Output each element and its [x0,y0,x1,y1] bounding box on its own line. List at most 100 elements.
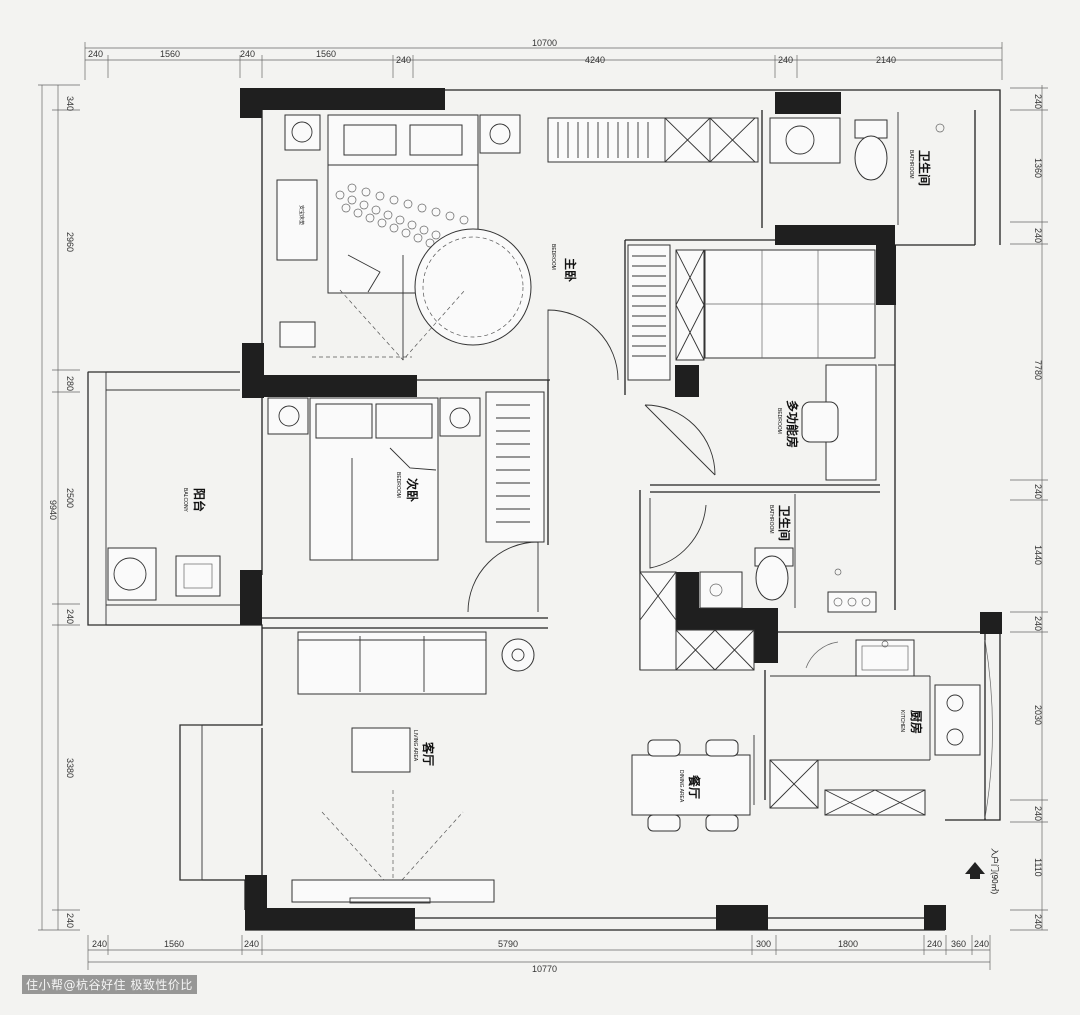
dim-right-seg: 2030 [1033,705,1043,725]
dim-bottom-seg: 240 [974,939,989,949]
balcony-railing [87,371,240,881]
room-label-en: KITCHEN [899,710,905,732]
dim-bottom-seg: 240 [92,939,107,949]
floor-lamp-icon [511,648,525,662]
dim-left-seg: 2500 [65,488,75,508]
burner-icon [946,694,964,712]
nightstand [439,397,481,437]
room-label-en: BEDROOM [776,408,782,434]
nightstand [284,114,321,151]
toilet-icon [854,135,888,181]
dining-area: 餐厅 DINING AREA [631,735,755,832]
wardrobe-hangers [632,255,666,357]
shower-drain-icon [834,568,842,576]
dim-bottom-seg: 1560 [164,939,184,949]
multi-room-door[interactable] [644,404,716,476]
watermark: 住小帮@杭谷好住 极致性价比 [22,975,197,994]
lamp-icon [449,407,471,429]
pillow [343,124,397,156]
washer-drum-icon [113,557,147,591]
dining-table [631,754,751,816]
shelf [675,249,705,361]
dim-top-seg: 2140 [876,55,896,65]
kitchen-door[interactable] [805,641,839,669]
toilet-icon [755,555,789,601]
cabinet [824,789,926,816]
dim-top-seg: 240 [88,49,103,59]
utility-sink [175,555,221,597]
tv-view-cone [321,811,464,891]
room-label-cn: 厨房 [909,710,924,734]
shoe-cabinet [639,571,755,671]
sofa [297,631,487,695]
wardrobe-hangers [557,117,756,163]
lamp-icon [291,121,313,143]
kitchen-sink [855,639,915,677]
entrance-label: 入户门(90㎡) [990,848,1000,895]
room-label-cn: 阳台 [192,488,207,512]
dim-top-seg: 240 [778,55,793,65]
dim-right-seg: 240 [1033,484,1043,499]
dim-left-seg: 280 [65,376,75,391]
dim-right-seg: 240 [1033,914,1043,929]
pillow [375,403,433,439]
dim-right-seg: 7780 [1033,360,1043,380]
chair-icon [705,739,739,757]
pillow [315,403,373,439]
room-label-en: BEDROOM [395,472,401,498]
room-label-cn: 卫生间 [917,150,932,186]
left-dimension-lines: 340 2960 280 2500 240 3380 240 9940 [38,84,80,931]
desk [825,364,877,481]
shower-drain-icon [935,123,945,133]
dim-left-seg: 240 [65,609,75,624]
dim-right-seg: 1110 [1033,858,1043,877]
dim-top-seg: 4240 [585,55,605,65]
wardrobe [485,391,545,543]
right-dimension-lines: 240 1360 240 7780 240 1440 240 2030 240 … [1010,85,1048,931]
dim-top-seg: 1560 [160,49,180,59]
dim-top-seg: 240 [240,49,255,59]
room-label-cn: 主卧 [563,258,578,282]
dim-bottom-seg: 1800 [838,939,858,949]
room-label-en: BEDROOM [550,244,556,270]
room-label-cn: 卫生间 [777,505,792,541]
second-bedroom: 次卧 BEDROOM [267,391,545,561]
dim-top-seg: 1560 [316,49,336,59]
dim-right-seg: 240 [1033,616,1043,631]
walls [87,88,1002,931]
master-bedroom-door[interactable] [547,309,619,381]
nightstand [267,397,309,435]
dim-left-total: 9940 [48,500,58,520]
lamp-icon [278,405,300,427]
living-room: 客厅 LIVING AREA [291,631,535,904]
pillow [409,124,463,156]
sink-icon [709,583,723,597]
balcony: 阳台 BALCONY [107,488,221,601]
lamp-icon [489,123,511,145]
wardrobe-hangers [496,404,530,523]
multi-function-room: 多功能房 BEDROOM [627,244,895,481]
room-label-en: LIVING AREA [412,730,418,762]
kitchen: 厨房 KITCHEN [769,639,993,819]
wardrobe [627,244,671,381]
room-label-cn: 多功能房 [785,400,800,448]
round-rug [414,228,532,346]
entrance: 入户门(90㎡) [965,848,1000,895]
bed-fold [389,447,437,471]
dim-right-seg: 240 [1033,228,1043,243]
cooktop [934,684,981,756]
kitchen-window [984,639,993,819]
chair-icon [801,401,839,443]
bottom-dimension-lines: 240 1560 240 5790 300 1800 240 360 240 1… [87,935,991,974]
dim-bottom-seg: 360 [951,939,966,949]
chair-icon [647,739,681,757]
wardrobe [547,117,759,163]
master-bedroom: 安宝床垫 主卧 BEDROOM [276,114,759,361]
coffee-table [351,727,411,773]
dim-right-seg: 1440 [1033,545,1043,565]
stool [279,321,316,348]
second-bedroom-door[interactable] [467,541,539,613]
bathroom-door[interactable] [649,498,707,569]
toilet-tank [854,119,888,139]
